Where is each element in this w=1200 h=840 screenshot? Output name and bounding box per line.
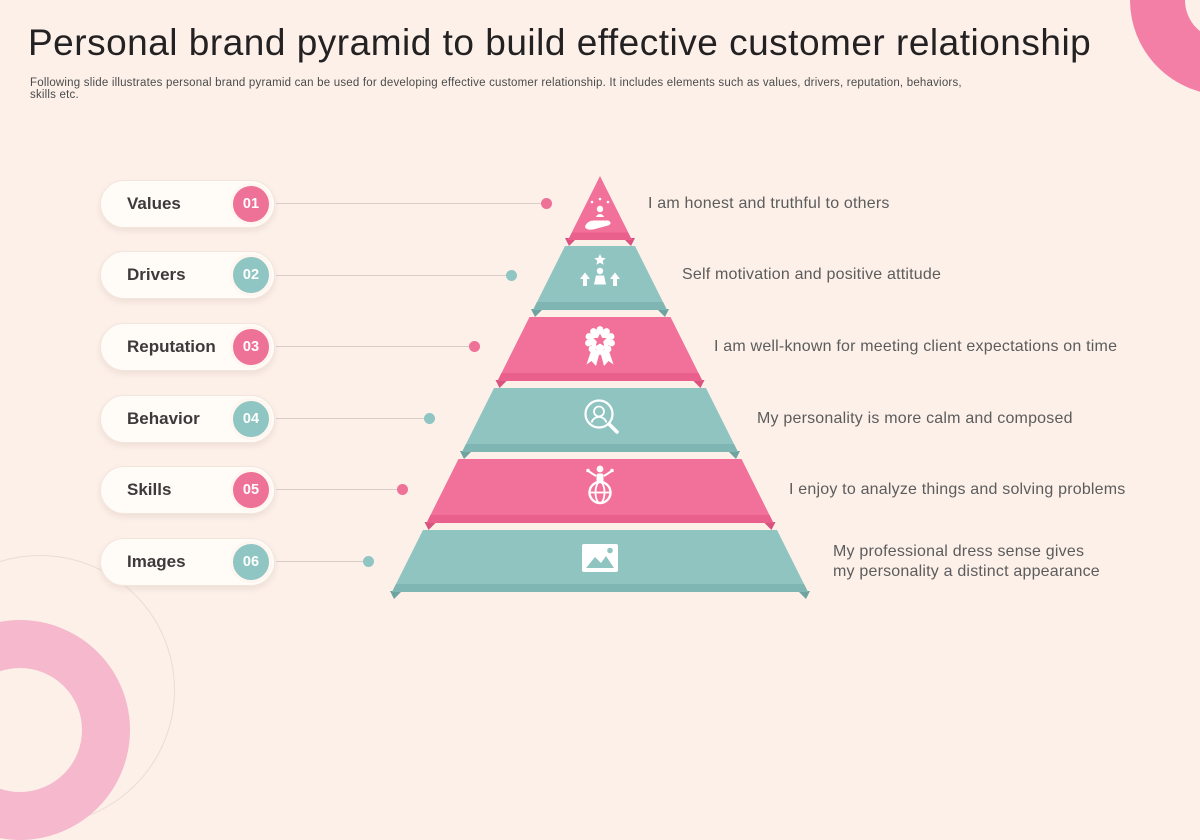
connector-dot xyxy=(397,484,408,495)
pyramid-tier-3 xyxy=(495,317,705,388)
pyramid-tier-1 xyxy=(565,176,635,246)
page-subtitle: Following slide illustrates personal bra… xyxy=(30,77,962,101)
award-ribbon-icon xyxy=(585,326,615,366)
number-badge: 05 xyxy=(230,469,272,511)
number-badge: 06 xyxy=(230,541,272,583)
pill-label: Drivers xyxy=(127,265,186,284)
pyramid-tier-2 xyxy=(531,246,669,317)
connector-line xyxy=(276,275,507,276)
connector-dot xyxy=(506,270,517,281)
number-badge: 01 xyxy=(230,183,272,225)
connector-line xyxy=(276,346,470,347)
description-text: My professional dress sense gives my per… xyxy=(833,543,1100,580)
connector-dot xyxy=(363,556,374,567)
label-pill-skills: Skills 05 xyxy=(100,466,275,514)
mind-search-icon xyxy=(584,399,619,434)
pill-label: Images xyxy=(127,552,186,571)
person-globe-icon xyxy=(586,465,614,505)
description-text: I enjoy to analyze things and solving pr… xyxy=(789,481,1126,498)
description-text: Self motivation and positive attitude xyxy=(682,266,942,283)
pyramid-tier-5 xyxy=(424,459,776,530)
number-badge: 02 xyxy=(230,254,272,296)
pyramid-tier-4 xyxy=(460,388,740,459)
photo-icon xyxy=(582,544,618,572)
page-title: Personal brand pyramid to build effectiv… xyxy=(28,22,1092,63)
connector-line xyxy=(276,203,542,204)
label-pill-drivers: Drivers 02 xyxy=(100,251,275,299)
label-pill-images: Images 06 xyxy=(100,538,275,586)
connector-line xyxy=(276,561,364,562)
label-pill-values: Values 01 xyxy=(100,180,275,228)
connector-dot xyxy=(469,341,480,352)
connector-dot xyxy=(424,413,435,424)
label-pill-reputation: Reputation 03 xyxy=(100,323,275,371)
description-text: My personality is more calm and composed xyxy=(757,410,1073,427)
motivated-person-icon xyxy=(580,254,620,286)
giving-hand-icon xyxy=(585,197,611,230)
pyramid-tier-6 xyxy=(390,530,810,599)
connector-dot xyxy=(541,198,552,209)
connector-line xyxy=(276,489,398,490)
label-pill-behavior: Behavior 04 xyxy=(100,395,275,443)
connector-line xyxy=(276,418,425,419)
description-text: I am honest and truthful to others xyxy=(648,195,890,212)
pill-label: Values xyxy=(127,194,181,213)
description-text: I am well-known for meeting client expec… xyxy=(714,338,1118,355)
corner-ring-top-right xyxy=(1130,0,1200,95)
pyramid xyxy=(390,176,810,599)
number-badge: 04 xyxy=(230,398,272,440)
number-badge: 03 xyxy=(230,326,272,368)
pill-label: Behavior xyxy=(127,409,200,428)
pill-label: Skills xyxy=(127,480,172,499)
pill-label: Reputation xyxy=(127,337,216,356)
